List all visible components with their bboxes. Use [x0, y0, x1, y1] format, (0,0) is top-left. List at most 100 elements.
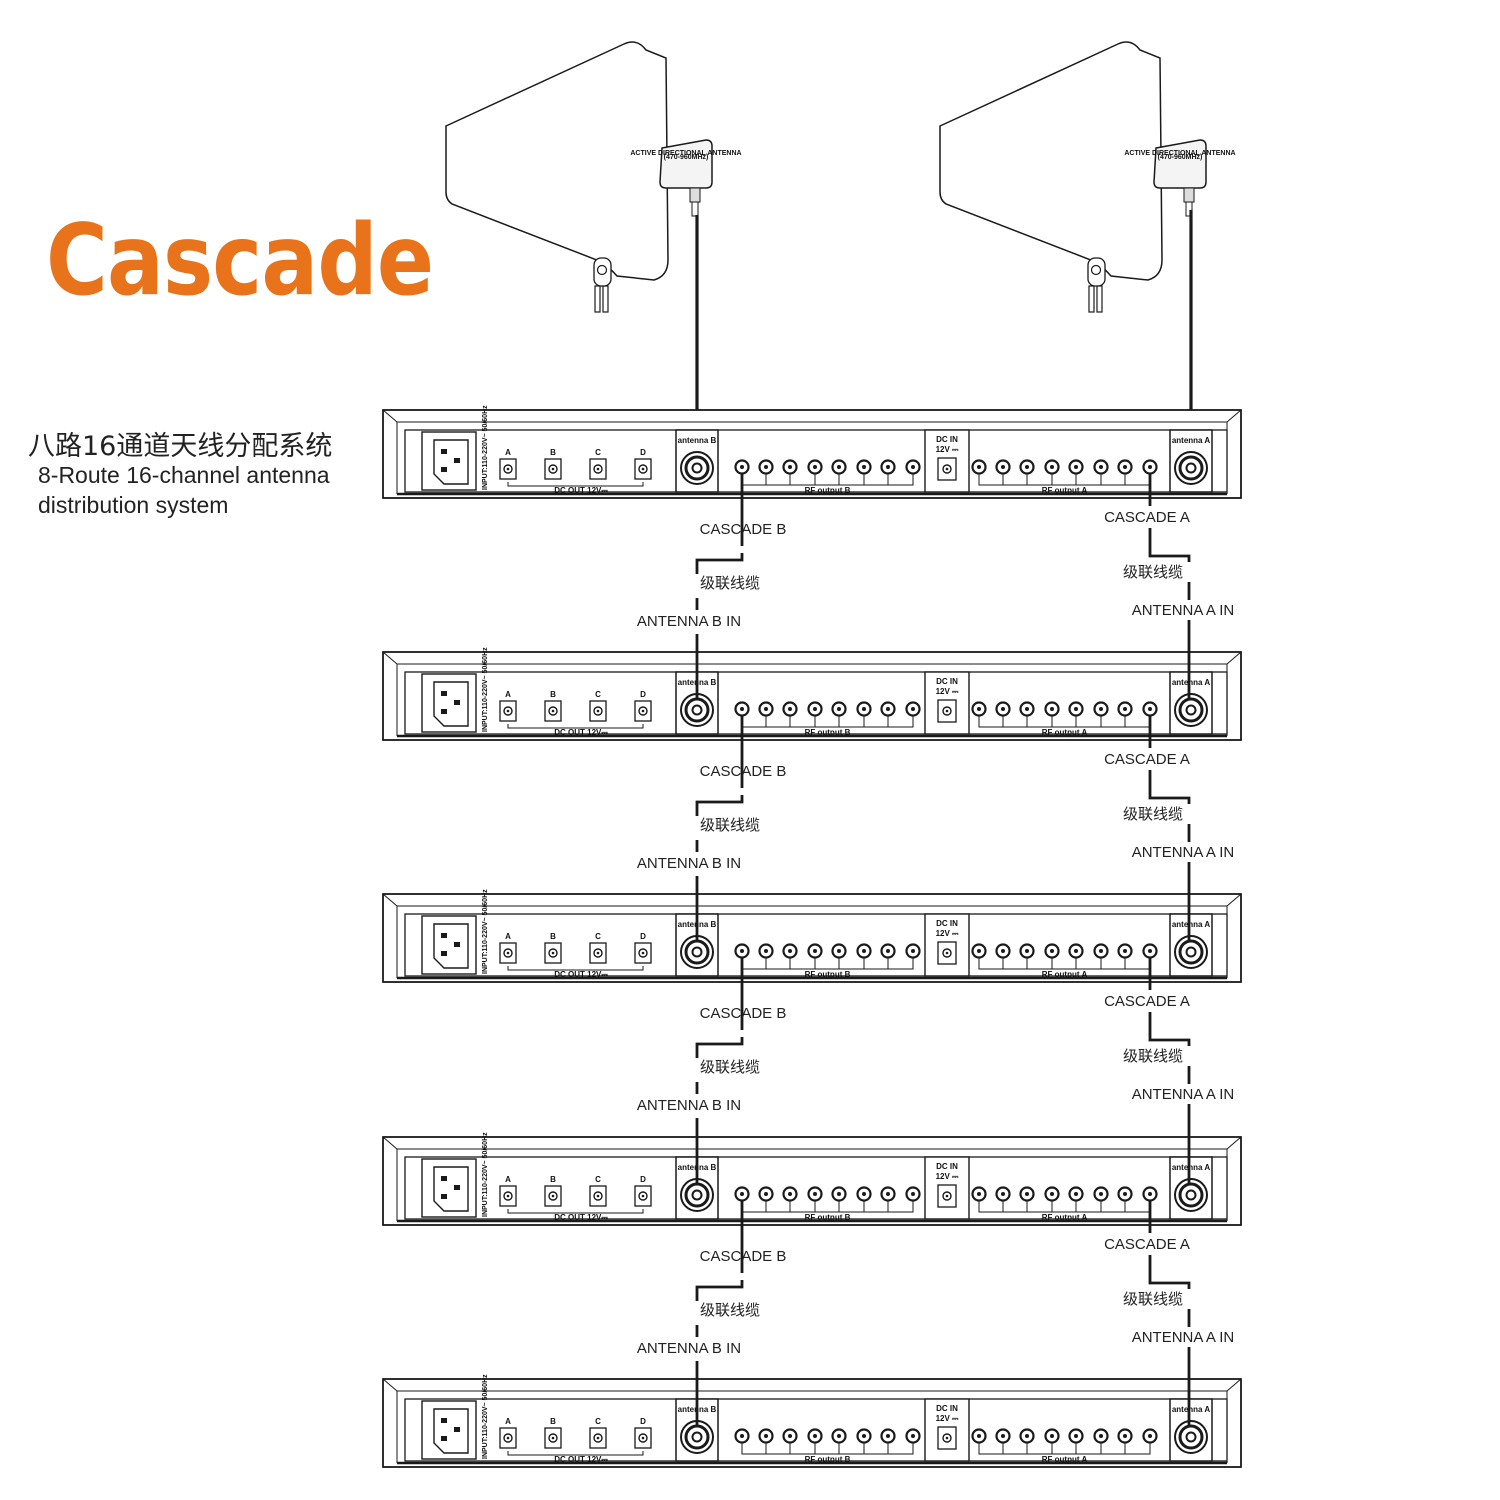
antenna-label: (470-960MHz): [1158, 154, 1203, 161]
unit-bevel-line: [1226, 1136, 1242, 1150]
antenna-a-connector: [1185, 462, 1197, 474]
rf-output-a-port-pin: [977, 465, 981, 469]
dc-in-label: DC IN: [936, 435, 958, 444]
cascade-b-label: CASCADE B: [700, 763, 787, 780]
rf-output-b-port-pin: [788, 465, 792, 469]
rf-output-b-port-pin: [886, 465, 890, 469]
dc-in-frame: [924, 1156, 970, 1220]
unit-bevel-line: [382, 1378, 398, 1392]
cascade-a-cable: [1148, 1201, 1191, 1427]
rf-output-a-port-pin: [1148, 1192, 1152, 1196]
unit-bevel-line: [382, 409, 398, 423]
dc-port-label: C: [595, 1417, 601, 1426]
dc-out-pin: [551, 951, 555, 955]
unit-bevel-line: [1226, 409, 1242, 423]
dc-in-label: DC IN: [936, 1162, 958, 1171]
dc-out-label: DC OUT 12V⎓: [554, 1213, 608, 1222]
rf-output-a-port-pin: [1025, 949, 1029, 953]
rf-output-b-port-pin: [788, 1434, 792, 1438]
antenna-b-connector: [691, 704, 703, 716]
rf-output-b-port-pin: [740, 949, 744, 953]
power-pin: [441, 709, 447, 714]
dc-port-label: B: [550, 1417, 556, 1426]
rf-output-b-port-pin: [862, 1434, 866, 1438]
antenna-a-connector: [1185, 704, 1197, 716]
dc-in-label: DC IN: [936, 919, 958, 928]
rf-output-b-port-pin: [764, 1192, 768, 1196]
rf-output-a-port-pin: [1001, 465, 1005, 469]
rf-output-b-port-pin: [886, 1434, 890, 1438]
cascade-cable-label-a: 级联线缆: [1123, 1048, 1183, 1065]
dc-port-label: A: [505, 1417, 511, 1426]
dc-out-pin: [551, 1436, 555, 1440]
cascade-a-label: CASCADE A: [1104, 509, 1190, 526]
dc-out-bracket: [507, 724, 644, 729]
antenna-label: ACTIVE DIRECTIONAL ANTENNA: [630, 150, 741, 157]
dc-in-voltage: 12V ⎓: [936, 1172, 959, 1181]
antenna-output-connector: [691, 201, 699, 217]
antenna-b-in-label: ANTENNA B IN: [637, 855, 741, 872]
rf-output-b-port-pin: [837, 465, 841, 469]
dc-port-label: A: [505, 932, 511, 941]
rf-output-b-label: RF output B: [805, 486, 851, 495]
dc-out-pin: [641, 951, 645, 955]
dc-port-label: B: [550, 690, 556, 699]
dc-port-label: B: [550, 1175, 556, 1184]
dc-in-label: DC IN: [936, 1404, 958, 1413]
rf-output-a-port-pin: [1099, 1434, 1103, 1438]
unit-bevel-line: [382, 1136, 398, 1150]
dc-out-pin: [596, 951, 600, 955]
cascade-cable-label-b: 级联线缆: [700, 1302, 760, 1319]
cascade-cable-label-a: 级联线缆: [1123, 1291, 1183, 1308]
dc-port-label: C: [595, 690, 601, 699]
power-inlet-socket: [433, 1408, 469, 1454]
rf-output-b-port-pin: [813, 1434, 817, 1438]
power-pin: [441, 449, 447, 454]
antenna-b-in-label: ANTENNA B IN: [637, 1097, 741, 1114]
dc-in-voltage: 12V ⎓: [936, 687, 959, 696]
rf-output-b-port-pin: [788, 949, 792, 953]
dc-out-label: DC OUT 12V⎓: [554, 728, 608, 737]
power-pin: [454, 1185, 460, 1190]
antenna-a-in-label: ANTENNA A IN: [1132, 602, 1235, 619]
rf-output-a-label: RF output A: [1042, 728, 1088, 737]
rf-output-a-port-pin: [1148, 949, 1152, 953]
dc-in-pin: [945, 709, 949, 713]
rf-output-a-port-pin: [1123, 1192, 1127, 1196]
power-inlet-socket: [433, 681, 469, 727]
dc-out-pin: [551, 1194, 555, 1198]
cascade-b-label: CASCADE B: [700, 1005, 787, 1022]
antenna-a-connector: [1185, 1431, 1197, 1443]
power-pin: [441, 1194, 447, 1199]
dc-port-label: D: [640, 1175, 646, 1184]
cascade-b-cable: [695, 474, 744, 700]
rf-output-a-port-pin: [1074, 949, 1078, 953]
cascade-cable-label-a: 级联线缆: [1123, 564, 1183, 581]
antenna-mount-knob: [1090, 264, 1102, 276]
antenna-mount-knob: [596, 264, 608, 276]
rf-output-b-port-pin: [813, 707, 817, 711]
rf-output-b-port-pin: [764, 949, 768, 953]
rf-output-a-port-pin: [1099, 1192, 1103, 1196]
rf-output-b-port-pin: [740, 465, 744, 469]
rf-output-b-port-pin: [862, 707, 866, 711]
rf-output-a-port-pin: [1050, 1192, 1054, 1196]
rf-output-a-port-pin: [1001, 1192, 1005, 1196]
cascade-a-label: CASCADE A: [1104, 1236, 1190, 1253]
antenna-amplifier-box: [659, 139, 713, 189]
dc-port-label: D: [640, 690, 646, 699]
dc-out-label: DC OUT 12V⎓: [554, 1455, 608, 1464]
power-input-label: INPUT:110-220V~ 50/60Hz: [482, 1132, 489, 1217]
dc-out-pin: [641, 1436, 645, 1440]
antenna-b-connector: [691, 946, 703, 958]
dc-out-pin: [596, 467, 600, 471]
dc-out-label: DC OUT 12V⎓: [554, 970, 608, 979]
rf-output-a-port-pin: [1025, 1192, 1029, 1196]
rf-output-b-label: RF output B: [805, 970, 851, 979]
rf-output-b-port-pin: [862, 949, 866, 953]
cascade-cable-label-b: 级联线缆: [700, 817, 760, 834]
dc-in-pin: [945, 467, 949, 471]
dc-out-bracket: [507, 1451, 644, 1456]
